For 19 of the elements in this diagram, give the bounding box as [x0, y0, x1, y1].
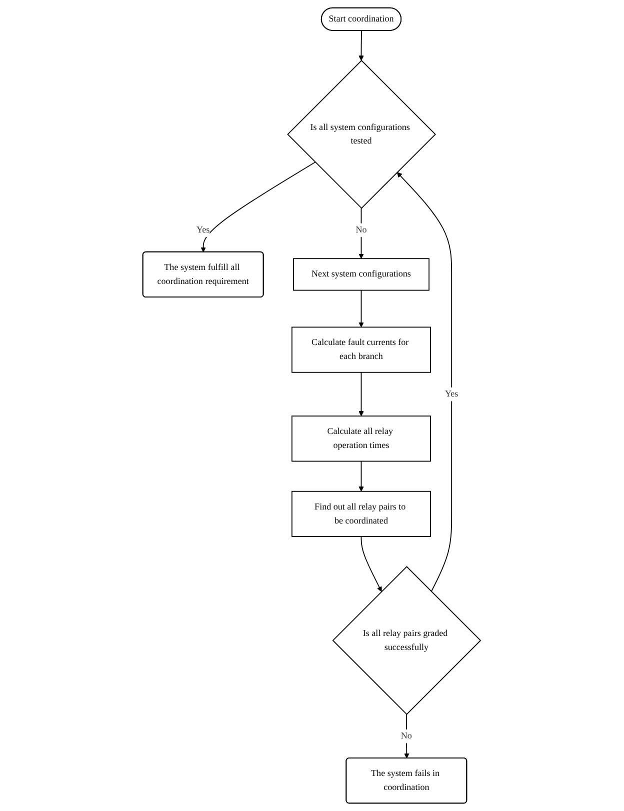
arrow — [358, 372, 364, 416]
node-box: Find out all relay pairs to be coordinated — [292, 490, 432, 537]
arrow — [397, 172, 452, 592]
edge-label: Yes — [196, 225, 210, 235]
arrow — [404, 714, 410, 759]
arrow — [361, 536, 382, 592]
arrow — [358, 460, 364, 492]
arrow — [358, 290, 364, 328]
edge-label: No — [401, 731, 412, 741]
node-diamond: Is all system configurations tested — [287, 60, 436, 209]
arrow — [358, 30, 364, 61]
edge-label: No — [356, 225, 368, 235]
node-box: Calculate fault currents for each branch — [292, 326, 432, 373]
edge-label: Yes — [445, 389, 459, 399]
arrow — [358, 208, 364, 259]
node-box: Next system configurations — [293, 258, 430, 291]
arrow — [200, 162, 316, 252]
node-diamond: Is all relay pairs graded successfully — [332, 566, 482, 715]
node-box: Calculate all relay operation times — [292, 416, 432, 462]
